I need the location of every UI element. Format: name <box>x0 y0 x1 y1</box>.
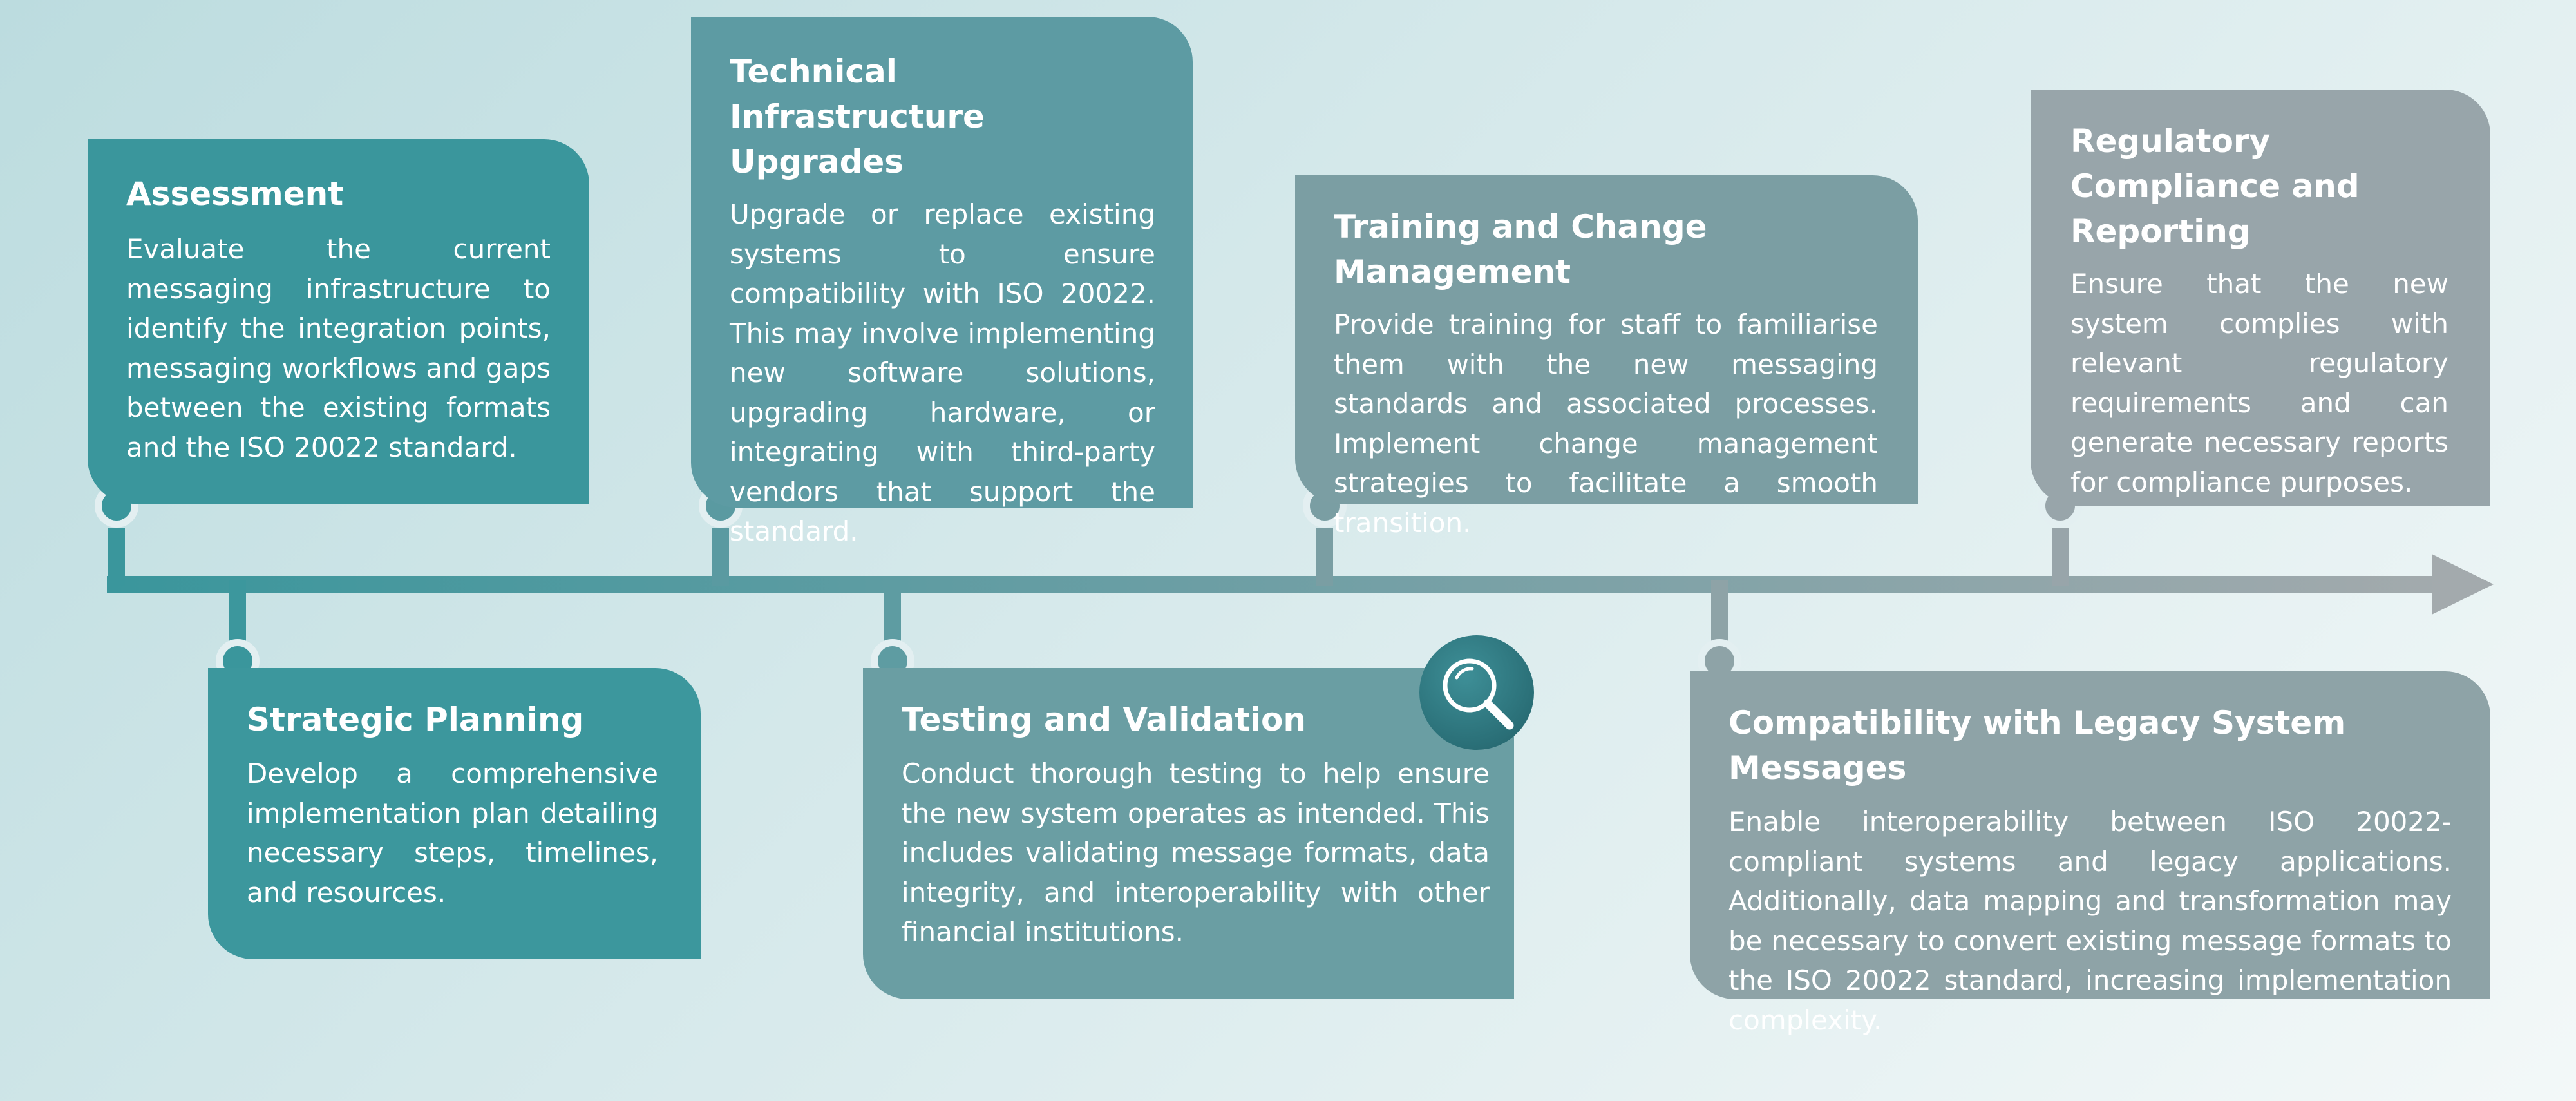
card-title: Compatibility with Legacy System Message… <box>1728 704 2346 787</box>
card-title: Training and Change Management <box>1334 208 1707 291</box>
stem-training <box>1316 528 1333 586</box>
card-body: Ensure that the new system complies with… <box>2070 268 2448 498</box>
magnifying-glass-icon <box>1443 658 1514 730</box>
stem-compatibility <box>1711 580 1728 644</box>
card-body: Upgrade or replace existing systems to e… <box>730 198 1155 547</box>
card-assessment: Assessment Evaluate the current messagin… <box>88 139 589 504</box>
card-compatibility: Compatibility with Legacy System Message… <box>1690 671 2490 1036</box>
stem-regulatory <box>2052 528 2069 586</box>
card-title: Regulatory Compliance and Reporting <box>2070 122 2360 250</box>
card-regulatory: Regulatory Compliance and Reporting Ensu… <box>2031 90 2490 506</box>
card-title: Strategic Planning <box>247 701 584 738</box>
card-testing: Testing and Validation Conduct thorough … <box>863 668 1514 999</box>
card-body: Evaluate the current messaging infrastru… <box>126 233 551 463</box>
stem-technical-upgrades <box>712 528 729 586</box>
card-body: Develop a comprehensive implementation p… <box>247 758 658 908</box>
card-training: Training and Change Management Provide t… <box>1295 175 1918 539</box>
timeline-axis <box>107 576 2445 593</box>
timeline-arrowhead <box>2432 554 2494 615</box>
card-body: Enable interoperability between ISO 2002… <box>1728 806 2452 1036</box>
stem-strategic-planning <box>229 580 246 644</box>
card-title: Testing and Validation <box>902 701 1307 738</box>
stem-assessment <box>108 528 125 586</box>
card-strategic-planning: Strategic Planning Develop a comprehensi… <box>208 668 701 959</box>
stem-testing <box>884 580 901 644</box>
card-body: Provide training for staff to familiaris… <box>1334 309 1878 539</box>
magnifying-glass-badge <box>1419 635 1534 750</box>
card-technical-upgrades: Technical Infrastructure Upgrades Upgrad… <box>691 17 1193 547</box>
card-body: Conduct thorough testing to help ensure … <box>902 758 1490 948</box>
card-title: Assessment <box>126 175 344 213</box>
card-title: Technical Infrastructure Upgrades <box>730 53 985 180</box>
